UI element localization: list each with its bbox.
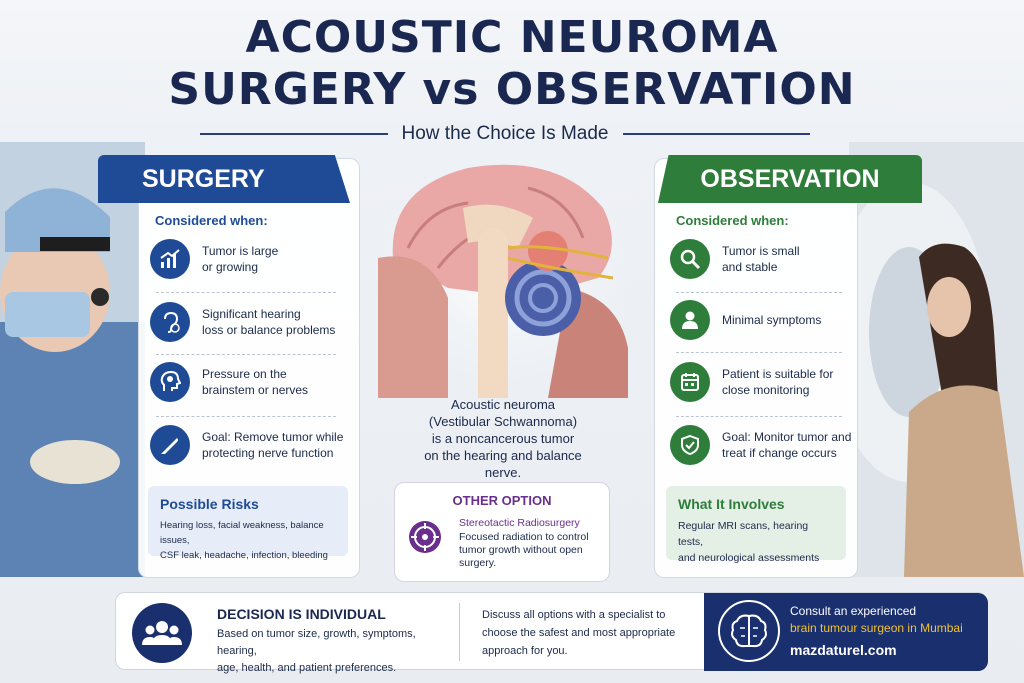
- subtitle: How the Choice Is Made: [200, 120, 810, 148]
- involves-title: What It Involves: [678, 496, 785, 512]
- subtitle-text: How the Choice Is Made: [401, 123, 609, 144]
- risks-title: Possible Risks: [160, 496, 259, 512]
- decision-title: DECISION IS INDIVIDUAL: [217, 606, 386, 622]
- surgery-item-line: protecting nerve function: [202, 446, 334, 460]
- subtitle-rule-left: [200, 133, 388, 135]
- radiosurgery-line: Focused radiation to control: [459, 531, 589, 543]
- decision-bar: DECISION IS INDIVIDUAL Based on tumor si…: [115, 592, 988, 674]
- surgery-item-text: Significant hearing loss or balance prob…: [202, 306, 335, 338]
- surgery-item-line: or growing: [202, 260, 259, 274]
- cta-highlight: brain tumour surgeon in Mumbai: [790, 621, 963, 635]
- surgery-item-line: Pressure on the: [202, 367, 287, 381]
- observation-item-text: Tumor is small and stable: [722, 243, 800, 275]
- description-line: Acoustic neuroma: [450, 397, 556, 412]
- observation-item-text: Patient is suitable for close monitoring: [722, 366, 833, 398]
- observation-item: Goal: Monitor tumor and treat if change …: [670, 425, 851, 465]
- observation-item: Patient is suitable for close monitoring: [670, 362, 833, 402]
- advice-line: choose the safest and most appropriate: [482, 627, 676, 639]
- observation-item-line: Patient is suitable for: [722, 367, 834, 381]
- observation-item-text: Goal: Monitor tumor and treat if change …: [722, 429, 851, 461]
- divider: [156, 354, 336, 355]
- shield-check-icon: [670, 425, 710, 465]
- surgery-item-text: Tumor is large or growing: [202, 243, 278, 275]
- website-link[interactable]: mazdaturel.com: [790, 642, 897, 658]
- surgery-item: Tumor is large or growing: [150, 239, 278, 279]
- what-it-involves-box: What It Involves Regular MRI scans, hear…: [666, 486, 846, 564]
- observation-item-text: Minimal symptoms: [722, 312, 821, 328]
- observation-item-line: treat if change occurs: [722, 446, 837, 460]
- surgery-item-line: loss or balance problems: [202, 323, 336, 337]
- acoustic-neuroma-description: Acoustic neuroma (Vestibular Schwannoma)…: [380, 396, 626, 481]
- surgery-item-line: Tumor is large: [202, 244, 279, 258]
- other-option-title: OTHER OPTION: [452, 493, 552, 508]
- chart-up-icon: [150, 239, 190, 279]
- surgery-item-line: Goal: Remove tumor while: [202, 430, 344, 444]
- surgery-tab: SURGERY: [98, 155, 350, 203]
- radiosurgery-target-icon: [409, 521, 441, 553]
- divider: [156, 416, 336, 417]
- decision-text: Based on tumor size, growth, symptoms, h…: [217, 626, 457, 677]
- radiosurgery-label: Stereotactic Radiosurgery: [459, 517, 580, 529]
- divider: [459, 603, 460, 661]
- page-title: ACOUSTIC NEUROMA SURGERY vs OBSERVATION: [0, 12, 1024, 116]
- surgery-item-text: Goal: Remove tumor while protecting nerv…: [202, 429, 343, 461]
- radiosurgery-line: surgery.: [459, 557, 497, 569]
- surgery-item: Goal: Remove tumor while protecting nerv…: [150, 425, 343, 465]
- ear-icon: [150, 302, 190, 342]
- scalpel-icon: [150, 425, 190, 465]
- decision-line: Based on tumor size, growth, symptoms, h…: [217, 628, 416, 657]
- observation-item: Tumor is small and stable: [670, 239, 800, 279]
- divider: [156, 292, 336, 293]
- calendar-icon: [670, 362, 710, 402]
- observation-item-line: Tumor is small: [722, 244, 800, 258]
- observation-item-line: close monitoring: [722, 383, 810, 397]
- description-line: is a noncancerous tumor: [431, 431, 575, 446]
- specialist-advice: Discuss all options with a specialist to…: [482, 606, 692, 660]
- consult-cta[interactable]: Consult an experienced brain tumour surg…: [704, 593, 988, 671]
- observation-item-line: Minimal symptoms: [722, 313, 822, 327]
- divider: [676, 352, 842, 353]
- title-line-1: ACOUSTIC NEUROMA: [245, 12, 779, 63]
- subtitle-rule-right: [622, 133, 810, 135]
- divider: [676, 416, 842, 417]
- patient-photo: [849, 142, 1024, 577]
- possible-risks-box: Possible Risks Hearing loss, facial weak…: [148, 486, 348, 561]
- observation-item-line: Goal: Monitor tumor and: [722, 430, 852, 444]
- observation-item: Minimal symptoms: [670, 300, 821, 340]
- description-line: nerve.: [484, 465, 522, 480]
- brain-icon: [718, 600, 780, 662]
- divider: [676, 292, 842, 293]
- surgery-item: Significant hearing loss or balance prob…: [150, 302, 335, 342]
- advice-line: Discuss all options with a specialist to: [482, 609, 666, 621]
- surgery-item-line: Significant hearing: [202, 307, 301, 321]
- surgeon-photo: [0, 142, 145, 577]
- head-target-icon: [150, 362, 190, 402]
- surgery-item-line: brainstem or nerves: [202, 383, 309, 397]
- observation-considered-label: Considered when:: [676, 213, 789, 228]
- other-option-box: OTHER OPTION Stereotactic Radiosurgery F…: [394, 482, 610, 582]
- title-line-2: SURGERY vs OBSERVATION: [168, 64, 856, 115]
- surgery-item: Pressure on the brainstem or nerves: [150, 362, 308, 402]
- advice-line: approach for you.: [482, 645, 568, 657]
- description-line: on the hearing and balance: [424, 448, 582, 463]
- person-icon: [670, 300, 710, 340]
- observation-item-line: and stable: [722, 260, 778, 274]
- brain-illustration: [368, 148, 638, 398]
- people-group-icon: [132, 603, 192, 663]
- risks-line: Hearing loss, facial weakness, balance i…: [160, 520, 324, 546]
- cta-line: Consult an experienced: [790, 604, 917, 618]
- radiosurgery-line: tumor growth without open: [459, 544, 583, 556]
- magnifier-icon: [670, 239, 710, 279]
- description-line: (Vestibular Schwannoma): [428, 414, 578, 429]
- involves-line: Regular MRI scans, hearing tests,: [678, 520, 809, 548]
- surgery-considered-label: Considered when:: [155, 213, 268, 228]
- involves-line: and neurological assessments: [678, 552, 820, 564]
- decision-line: age, health, and patient preferences.: [217, 662, 397, 674]
- radiosurgery-description: Focused radiation to control tumor growt…: [459, 531, 599, 570]
- observation-tab: OBSERVATION: [658, 155, 922, 203]
- surgery-item-text: Pressure on the brainstem or nerves: [202, 366, 308, 398]
- risks-line: CSF leak, headache, infection, bleeding: [160, 550, 328, 561]
